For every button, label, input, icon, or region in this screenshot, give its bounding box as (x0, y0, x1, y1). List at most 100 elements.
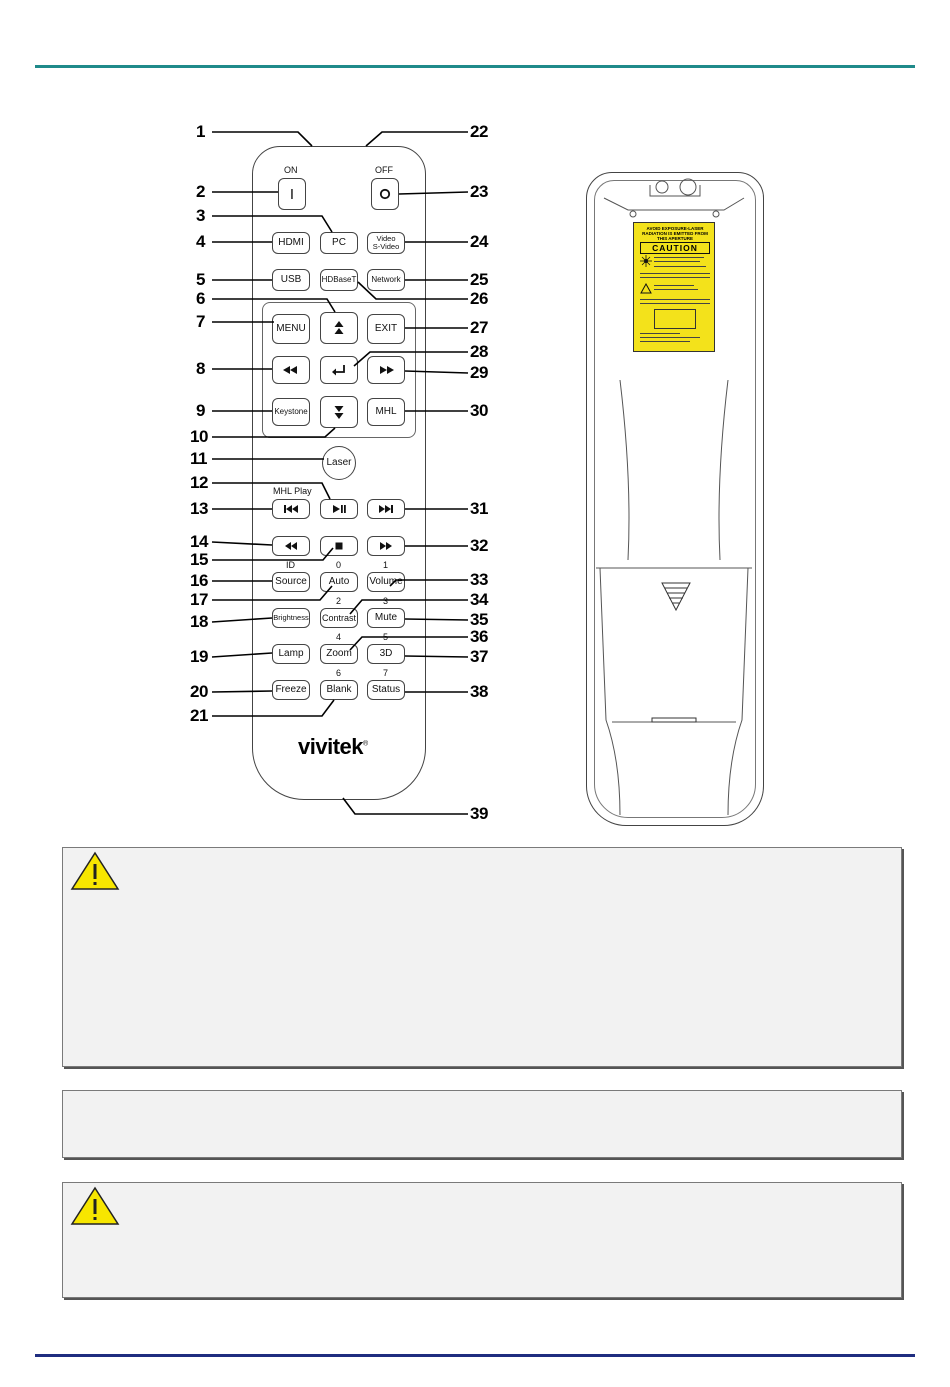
lamp-button[interactable]: Lamp (272, 644, 310, 664)
network-button[interactable]: Network (367, 269, 405, 291)
warning-notice-box (62, 847, 902, 1067)
callout-37: 37 (470, 647, 488, 666)
registered-mark: ® (363, 740, 368, 748)
label-text-line (654, 285, 694, 286)
note-box (62, 1090, 902, 1158)
power-on-button[interactable]: I (278, 178, 306, 210)
usb-button[interactable]: USB (272, 269, 310, 291)
up-button[interactable] (320, 312, 358, 344)
callout-17: 17 (190, 590, 208, 609)
brand-text: vivitek (298, 734, 364, 759)
caption-mhl-play: MHL Play (273, 486, 312, 496)
label-text-line (640, 341, 690, 342)
skip-back-icon (284, 505, 298, 513)
caption-2: 2 (336, 596, 342, 606)
callout-30: 30 (470, 401, 488, 420)
callout-27: 27 (470, 318, 488, 337)
callout-2: 2 (196, 182, 205, 201)
left-button[interactable] (272, 356, 310, 384)
callout-23: 23 (470, 182, 488, 201)
power-off-button[interactable] (371, 178, 399, 210)
navigation-pad-frame (262, 302, 416, 438)
brightness-button[interactable]: Brightness (272, 608, 310, 628)
callout-10: 10 (190, 427, 208, 446)
3d-button[interactable]: 3D (367, 644, 405, 664)
callout-29: 29 (470, 363, 488, 382)
mute-button[interactable]: Mute (367, 608, 405, 628)
caption-0: 0 (336, 560, 342, 570)
stop-icon (335, 542, 343, 550)
contrast-button[interactable]: Contrast (320, 608, 358, 628)
right-button[interactable] (367, 356, 405, 384)
label-text-line (640, 333, 680, 334)
hdbaset-button[interactable]: HDBaseT (320, 269, 358, 291)
freeze-button[interactable]: Freeze (272, 680, 310, 700)
vivitek-logo: vivitek® (298, 734, 368, 760)
callout-22: 22 (470, 122, 488, 141)
video-button[interactable]: Video S-Video (367, 232, 405, 254)
callout-9: 9 (196, 401, 205, 420)
skip-forward-icon (379, 505, 393, 513)
caption-3: 3 (383, 596, 389, 606)
caption-off: OFF (375, 165, 393, 175)
callout-34: 34 (470, 590, 488, 609)
down-button[interactable] (320, 396, 358, 428)
caption-on: ON (284, 165, 298, 175)
laser-button[interactable]: Laser (322, 446, 356, 480)
source-button[interactable]: Source (272, 572, 310, 592)
right-arrow-icon (380, 366, 394, 374)
skip-back-button[interactable] (272, 499, 310, 519)
caption-4: 4 (336, 632, 342, 642)
label-caution: CAUTION (640, 242, 710, 254)
video-button-label: Video (376, 234, 396, 243)
zoom-button[interactable]: Zoom (320, 644, 358, 664)
label-text-line (654, 289, 698, 290)
caption-1: 1 (383, 560, 389, 570)
menu-button[interactable]: MENU (272, 314, 310, 344)
callout-35: 35 (470, 610, 488, 629)
pc-button[interactable]: PC (320, 232, 358, 254)
label-inner-box (654, 309, 696, 329)
label-text-line (640, 277, 710, 278)
callout-1: 1 (196, 122, 205, 141)
callout-3: 3 (196, 206, 205, 225)
down-arrow-icon (334, 406, 344, 419)
mhl-button[interactable]: MHL (367, 398, 405, 426)
up-arrow-icon (334, 321, 344, 334)
blank-button[interactable]: Blank (320, 680, 358, 700)
callout-11: 11 (190, 449, 207, 468)
label-text-line (654, 261, 700, 262)
status-button[interactable]: Status (367, 680, 405, 700)
left-arrow-icon (283, 366, 297, 374)
power-off-icon (379, 188, 391, 200)
hdmi-button[interactable]: HDMI (272, 232, 310, 254)
rewind-button[interactable] (272, 536, 310, 556)
callout-32: 32 (470, 536, 488, 555)
auto-button[interactable]: Auto (320, 572, 358, 592)
caption-7: 7 (383, 668, 389, 678)
exit-button[interactable]: EXIT (367, 314, 405, 344)
callout-19: 19 (190, 647, 208, 666)
warning-triangle-icon (70, 851, 120, 890)
callout-28: 28 (470, 342, 488, 361)
caption-id: ID (286, 560, 295, 570)
label-text-line (640, 303, 710, 304)
play-pause-button[interactable] (320, 499, 358, 519)
callout-39: 39 (470, 804, 488, 823)
enter-button[interactable] (320, 356, 358, 384)
callout-33: 33 (470, 570, 488, 589)
fast-forward-button[interactable] (367, 536, 405, 556)
keystone-button[interactable]: Keystone (272, 398, 310, 426)
volume-button[interactable]: Volume (367, 572, 405, 592)
fast-forward-icon (380, 542, 392, 550)
caption-6: 6 (336, 668, 342, 678)
callout-15: 15 (190, 550, 208, 569)
callout-26: 26 (470, 289, 488, 308)
footer-rule (35, 1354, 915, 1357)
callout-6: 6 (196, 289, 205, 308)
warning-triangle-icon (70, 1186, 120, 1225)
laser-starburst-icon (640, 255, 652, 267)
label-text-line (640, 337, 700, 338)
skip-forward-button[interactable] (367, 499, 405, 519)
